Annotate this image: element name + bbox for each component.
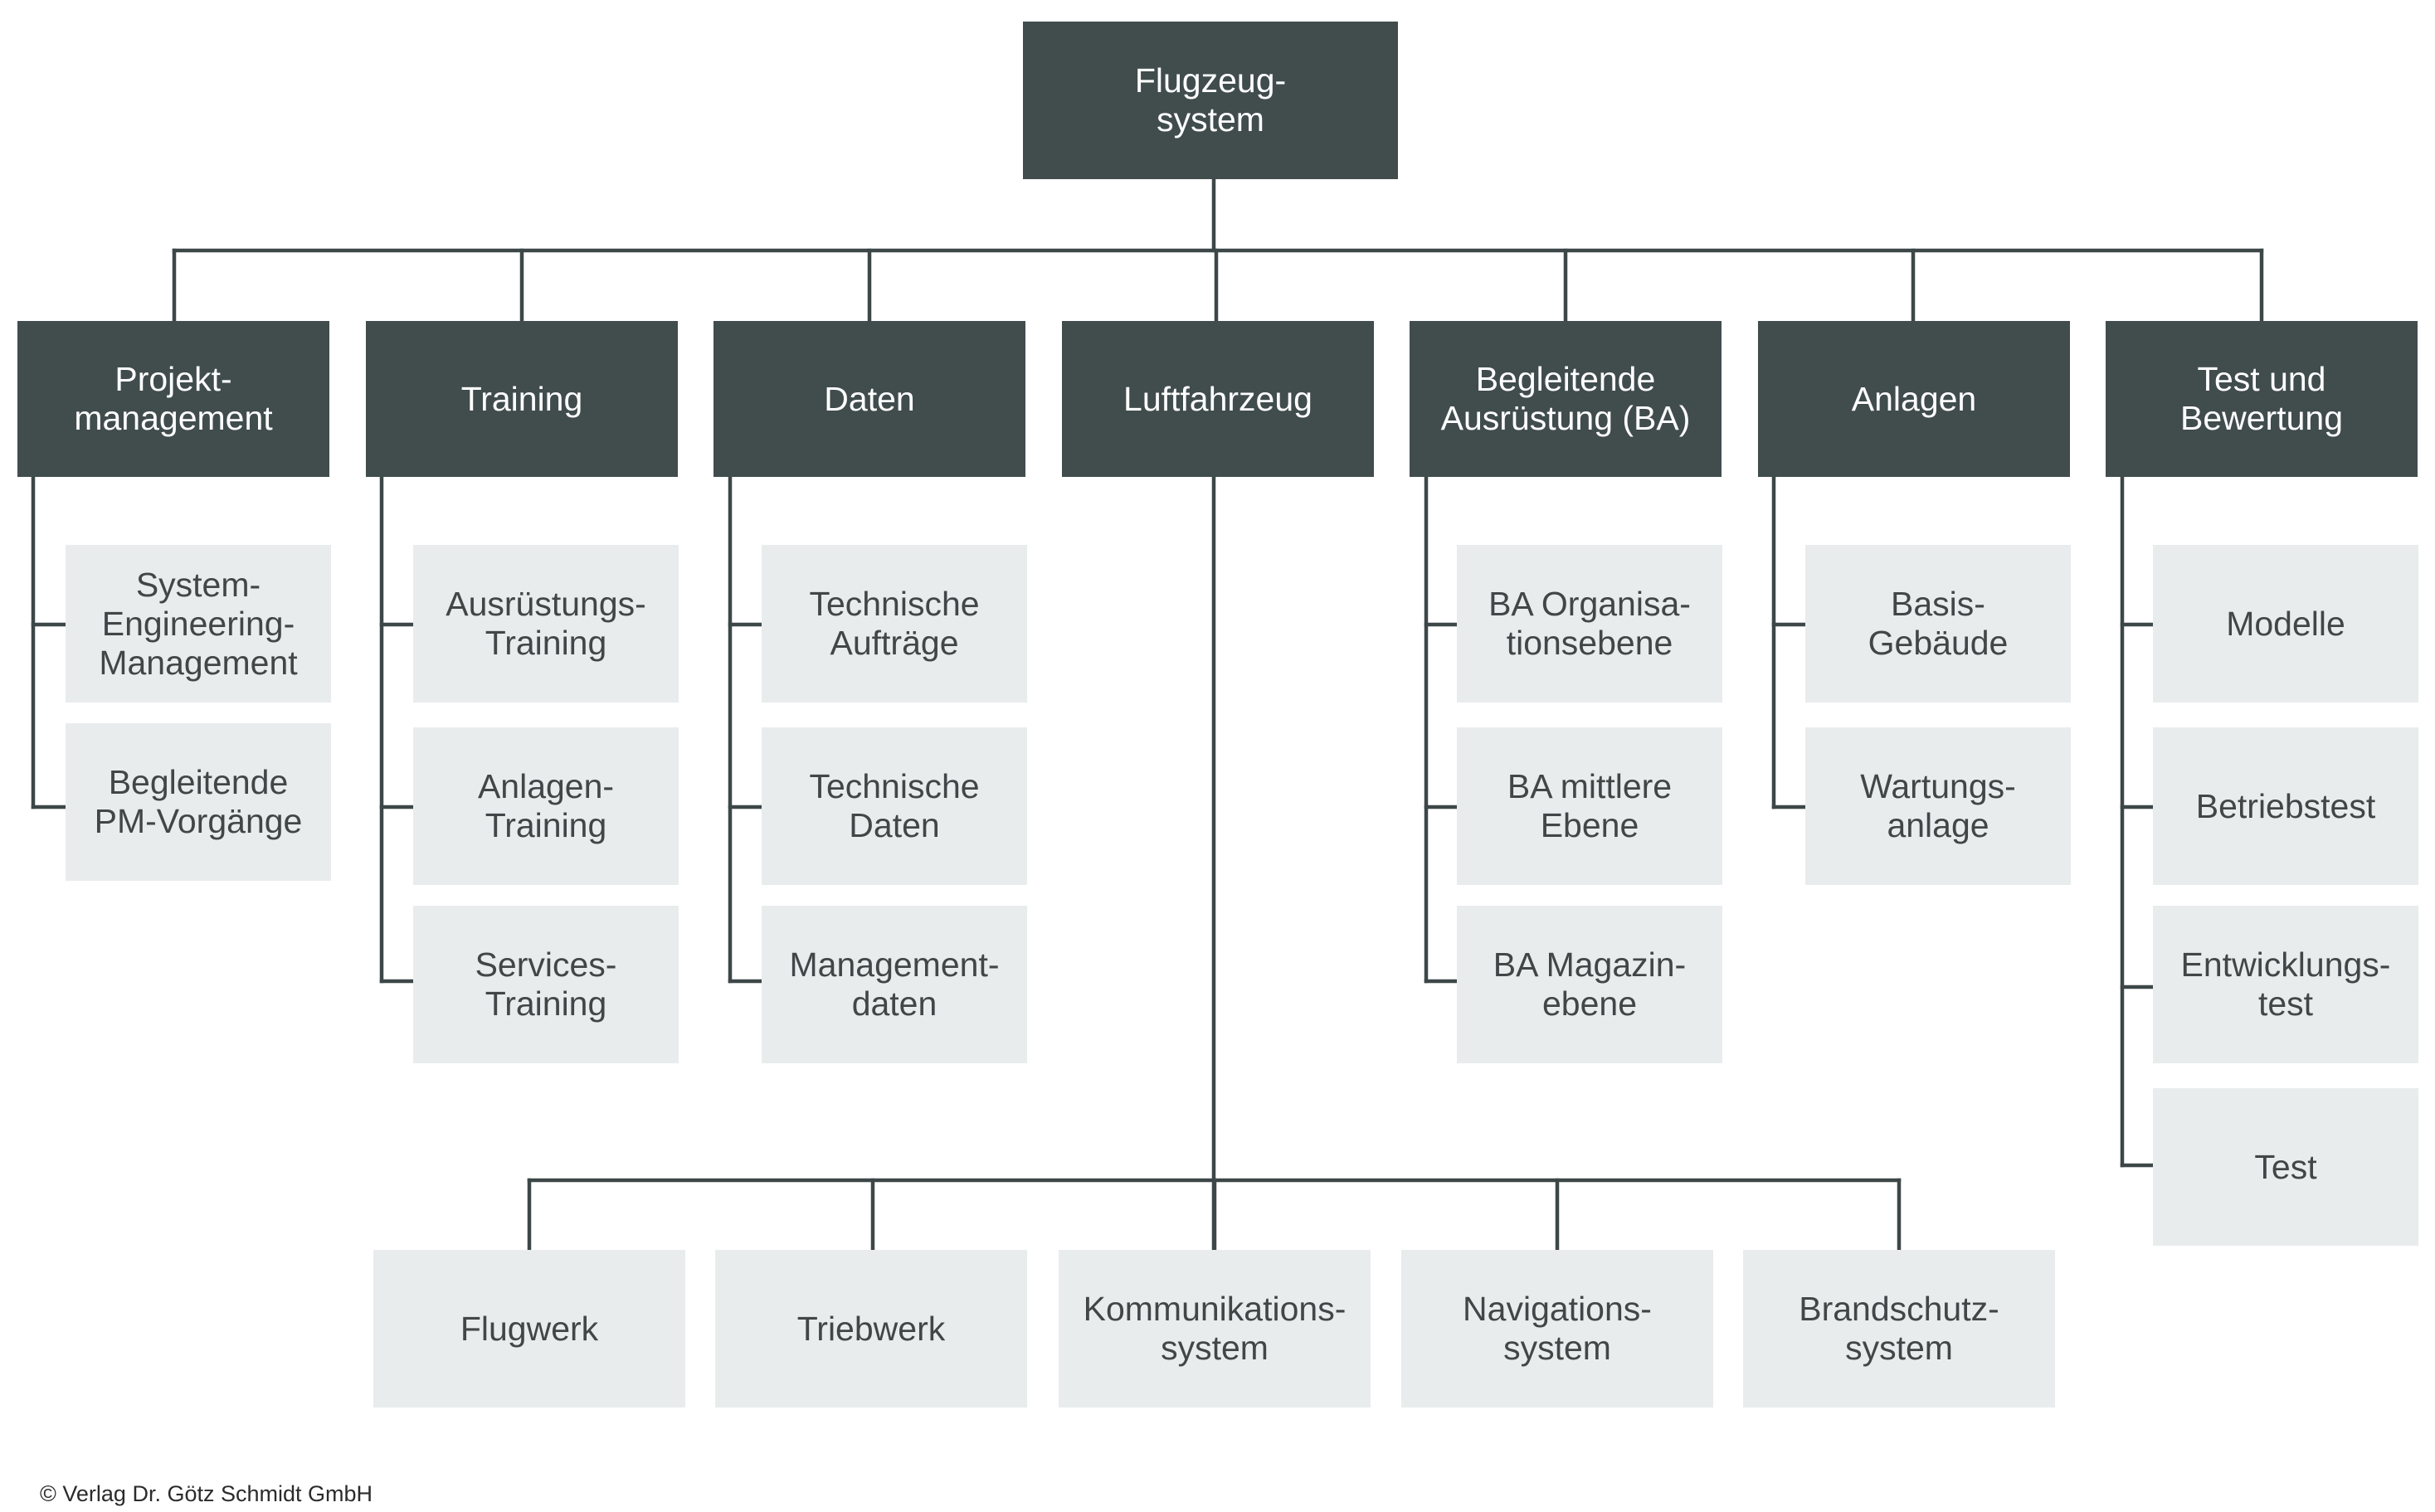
subitem-label: Test	[2254, 1147, 2317, 1186]
category-anlagen: Anlagen	[1758, 321, 2070, 477]
root-node-label: Flugzeug- system	[1134, 61, 1287, 139]
subitem-ba-magazinebene: BA Magazin- ebene	[1457, 906, 1722, 1063]
subitem-label: Triebwerk	[796, 1309, 946, 1348]
subitem-label: Modelle	[2226, 604, 2345, 643]
subitem-label: Services- Training	[475, 946, 617, 1023]
copyright-notice: © Verlag Dr. Götz Schmidt GmbH	[40, 1481, 373, 1506]
subitem-label: Brandschutz- system	[1799, 1290, 1999, 1367]
subitem-label: Navigations- system	[1463, 1290, 1652, 1367]
subitem-managementdaten: Management- daten	[762, 906, 1027, 1063]
category-label: Anlagen	[1851, 379, 1977, 418]
subitem-technische-auftraege: Technische Aufträge	[762, 545, 1027, 703]
subitem-flugwerk: Flugwerk	[373, 1250, 685, 1407]
subitem-modelle: Modelle	[2153, 545, 2418, 703]
category-luftfahrzeug: Luftfahrzeug	[1062, 321, 1374, 477]
subitem-label: BA mittlere Ebene	[1507, 767, 1673, 844]
subitem-label: System- Engineering- Management	[99, 565, 298, 682]
subitem-label: Entwicklungs- test	[2180, 946, 2391, 1023]
subitem-navigationssystem: Navigations- system	[1401, 1250, 1713, 1407]
category-daten: Daten	[713, 321, 1025, 477]
category-projektmanagement: Projekt- management	[17, 321, 329, 477]
root-node: Flugzeug- system	[1023, 22, 1398, 179]
subitem-ba-organisationsebene: BA Organisa- tionsebene	[1457, 545, 1722, 703]
subitem-triebwerk: Triebwerk	[715, 1250, 1027, 1407]
subitem-betriebstest: Betriebstest	[2153, 727, 2418, 885]
subitem-ausruestungs-training: Ausrüstungs- Training	[413, 545, 679, 703]
subitem-label: Management- daten	[789, 946, 1000, 1023]
category-label: Begleitende Ausrüstung (BA)	[1440, 360, 1691, 437]
subitem-label: Technische Aufträge	[809, 585, 980, 662]
subitem-label: Flugwerk	[460, 1309, 599, 1348]
subitem-begleitende-pm-vorgaenge: Begleitende PM-Vorgänge	[66, 723, 331, 881]
subitem-label: Technische Daten	[809, 767, 980, 844]
subitem-services-training: Services- Training	[413, 906, 679, 1063]
category-begleitende-ausruestung: Begleitende Ausrüstung (BA)	[1410, 321, 1722, 477]
subitem-label: BA Organisa- tionsebene	[1488, 585, 1691, 662]
subitem-label: BA Magazin- ebene	[1493, 946, 1687, 1023]
subitem-label: Begleitende PM-Vorgänge	[94, 763, 303, 840]
subitem-label: Kommunikations- system	[1083, 1290, 1347, 1367]
subitem-technische-daten: Technische Daten	[762, 727, 1027, 885]
subitem-label: Wartungs- anlage	[1860, 767, 2016, 844]
category-test-und-bewertung: Test und Bewertung	[2106, 321, 2418, 477]
subitem-system-engineering-management: System- Engineering- Management	[66, 545, 331, 703]
subitem-label: Betriebstest	[2195, 786, 2376, 825]
category-label: Projekt- management	[74, 360, 273, 437]
subitem-basis-gebaeude: Basis- Gebäude	[1805, 545, 2071, 703]
subitem-brandschutzsystem: Brandschutz- system	[1743, 1250, 2055, 1407]
subitem-wartungsanlage: Wartungs- anlage	[1805, 727, 2071, 885]
subitem-label: Ausrüstungs- Training	[446, 585, 646, 662]
category-label: Luftfahrzeug	[1123, 379, 1312, 418]
subitem-test: Test	[2153, 1088, 2418, 1246]
subitem-label: Anlagen- Training	[477, 767, 615, 844]
category-label: Training	[460, 379, 583, 418]
subitem-kommunikationssystem: Kommunikations- system	[1059, 1250, 1371, 1407]
subitem-label: Basis- Gebäude	[1868, 585, 2009, 662]
category-training: Training	[366, 321, 678, 477]
subitem-ba-mittlere-ebene: BA mittlere Ebene	[1457, 727, 1722, 885]
category-label: Daten	[824, 379, 915, 418]
subitem-entwicklungstest: Entwicklungs- test	[2153, 906, 2418, 1063]
category-label: Test und Bewertung	[2179, 360, 2343, 437]
subitem-anlagen-training: Anlagen- Training	[413, 727, 679, 885]
